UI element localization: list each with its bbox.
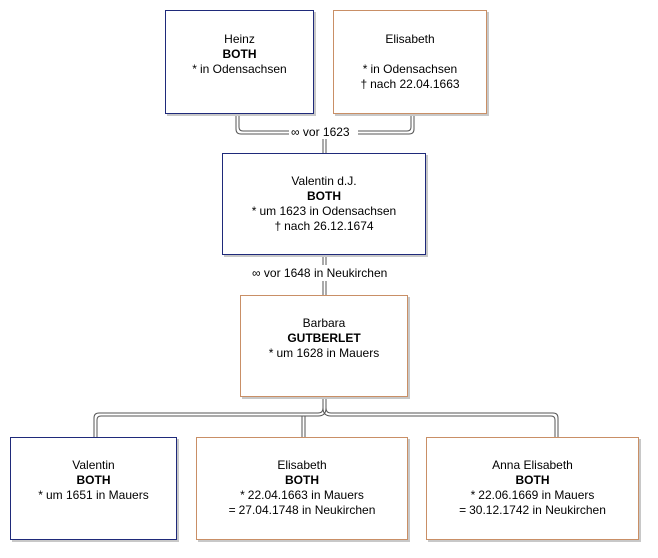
person-box-elisabeth[interactable]: Elisabeth *in Odensachsen †nach 22.04.16… [333,10,487,114]
birth-symbol: * [38,488,43,502]
surname: BOTH [307,189,341,203]
given-name: Anna Elisabeth [492,458,573,472]
marriage-symbol: ∞ [291,125,300,139]
birth-info: 22.04.1663 in Mauers [247,488,364,502]
burial-line: =27.04.1748 in Neukirchen [197,503,407,518]
birth-symbol: * [240,488,245,502]
surname: GUTBERLET [287,331,361,345]
birth-line: *22.04.1663 in Mauers [197,488,407,503]
death-info: nach 22.04.1663 [370,77,460,91]
given-name: Barbara [302,316,346,330]
given-name: Valentin d.J. [291,174,357,188]
marriage-symbol: ∞ [252,266,261,280]
person-box-elisabeth-both[interactable]: Elisabeth BOTH *22.04.1663 in Mauers =27… [196,437,408,540]
birth-info: um 1651 in Mauers [45,488,149,502]
person-box-barbara-gutberlet[interactable]: Barbara GUTBERLET *um 1628 in Mauers [240,295,408,397]
burial-symbol: = [459,503,467,517]
birth-line: *um 1651 in Mauers [11,488,176,503]
birth-symbol: * [470,488,476,502]
marriage-date: vor 1623 [302,125,350,139]
birth-symbol: * [192,62,197,76]
person-box-valentin-dj-both[interactable]: Valentin d.J. BOTH *um 1623 in Odensachs… [222,153,426,255]
burial-line: =30.12.1742 in Neukirchen [427,503,638,518]
death-symbol: † [274,219,282,233]
birth-info: in Odensachsen [199,62,287,76]
marriage-label-valentin-barbara: ∞ vor 1648 in Neukirchen [250,266,390,280]
surname: BOTH [515,473,550,487]
death-line: †nach 22.04.1663 [334,77,486,92]
birth-line: *in Odensachsen [166,62,313,77]
death-symbol: † [360,77,368,91]
birth-line: *um 1628 in Mauers [241,346,407,361]
given-name: Heinz [224,32,255,46]
surname-placeholder [334,47,486,62]
birth-symbol: * [268,346,274,360]
surname: BOTH [76,473,111,487]
person-box-heinz-both[interactable]: Heinz BOTH *in Odensachsen [165,10,314,114]
burial-symbol: = [228,503,236,517]
burial-info: 30.12.1742 in Neukirchen [469,503,606,517]
death-info: nach 26.12.1674 [284,219,374,233]
person-box-valentin-both[interactable]: Valentin BOTH *um 1651 in Mauers [10,437,177,540]
birth-line: *um 1623 in Odensachsen [223,204,425,219]
birth-symbol: * [362,62,368,76]
given-name: Valentin [72,458,115,472]
surname: BOTH [285,473,319,487]
person-box-anna-elisabeth-both[interactable]: Anna Elisabeth BOTH *22.06.1669 in Mauer… [426,437,639,540]
given-name: Elisabeth [385,32,435,46]
birth-info: um 1628 in Mauers [276,346,380,360]
marriage-label-parents: ∞ vor 1623 [289,125,352,139]
burial-info: 27.04.1748 in Neukirchen [238,503,376,517]
birth-info: um 1623 in Odensachsen [259,204,397,218]
birth-line: *22.06.1669 in Mauers [427,488,638,503]
marriage-date: vor 1648 in Neukirchen [263,266,388,280]
birth-info: in Odensachsen [370,62,458,76]
birth-symbol: * [251,204,257,218]
birth-info: 22.06.1669 in Mauers [478,488,595,502]
given-name: Elisabeth [277,458,327,472]
death-line: †nach 26.12.1674 [223,219,425,234]
surname: BOTH [222,47,257,61]
birth-line: *in Odensachsen [334,62,486,77]
